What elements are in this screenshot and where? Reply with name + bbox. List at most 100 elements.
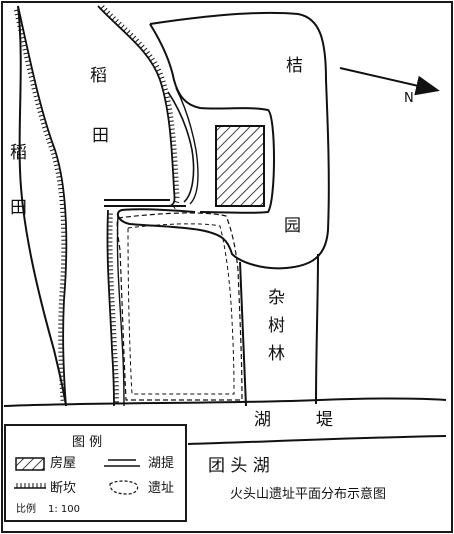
legend-dike-label: 湖提 xyxy=(148,456,175,471)
legend-site-label: 遗址 xyxy=(148,481,175,496)
legend-scale-value: 1: 100 xyxy=(48,504,80,515)
scarp-tick xyxy=(105,10,111,15)
scarp-tick xyxy=(59,195,65,198)
scarp-tick xyxy=(142,47,148,52)
label-rice-field-mid-1: 稻 xyxy=(90,66,107,86)
legend-scarp-ticks xyxy=(16,483,46,488)
scarp-tick xyxy=(162,88,168,91)
scarp-tick xyxy=(53,160,59,163)
house-rectangle xyxy=(215,125,265,207)
scarp-tick xyxy=(131,35,137,40)
label-lake: 团 头 湖 xyxy=(208,456,270,476)
woods-right-boundary xyxy=(315,253,319,405)
scarp-tick xyxy=(160,80,166,83)
scarp-tick xyxy=(157,72,163,76)
scarp-tick xyxy=(147,54,153,59)
scarp-tick xyxy=(43,129,49,133)
label-north: N xyxy=(404,91,414,106)
scarp-tick xyxy=(114,18,119,24)
scarp-tick xyxy=(54,164,60,167)
scarp-tick xyxy=(58,187,64,190)
scarp-tick xyxy=(24,56,30,59)
label-woods-2: 树 xyxy=(268,316,285,336)
scarp-tick xyxy=(19,32,25,35)
scarp-tick xyxy=(26,64,32,67)
scarp-tick xyxy=(19,36,25,39)
scarp-tick xyxy=(57,183,63,186)
scarp-tick xyxy=(21,44,27,47)
scarp-tick xyxy=(56,179,63,182)
scarp-tick xyxy=(166,104,172,107)
scarp-tick xyxy=(37,110,43,113)
scarp-tick xyxy=(154,64,160,69)
scarp-tick xyxy=(150,57,155,62)
scarp-tick xyxy=(168,120,174,123)
left-boundary-line xyxy=(17,5,67,407)
scarp-tick xyxy=(14,13,20,16)
scarp-tick xyxy=(159,76,165,80)
scarp-tick xyxy=(120,24,125,29)
scarp-tick xyxy=(137,41,142,46)
scarp-tick xyxy=(161,84,167,87)
site-dashed-outline xyxy=(116,212,243,401)
label-dike-2: 堤 xyxy=(316,410,333,430)
scarp-tick xyxy=(44,133,50,137)
scarp-tick xyxy=(129,32,134,38)
north-arrow xyxy=(339,67,440,96)
scarp-tick xyxy=(126,29,131,35)
scarp-tick xyxy=(22,48,28,51)
scarp-tick xyxy=(140,44,145,49)
scarp-tick xyxy=(45,137,51,141)
scarp-tick xyxy=(34,99,40,102)
legend-site-symbol xyxy=(109,480,139,495)
legend-scale-label: 比例 xyxy=(16,504,36,515)
scarp-tick xyxy=(167,112,173,115)
orange-garden-boundary xyxy=(116,11,330,270)
legend-house-label: 房屋 xyxy=(50,456,77,471)
scarp-tick xyxy=(170,132,176,134)
scarp-tick xyxy=(48,145,54,148)
scarp-tick xyxy=(20,40,26,43)
scarp-tick xyxy=(27,71,33,74)
lake-dike-top xyxy=(3,397,447,407)
scarp-tick xyxy=(33,95,39,98)
scarp-tick xyxy=(103,7,108,13)
scarp-tick xyxy=(156,68,162,72)
label-dike-1: 湖 xyxy=(254,410,271,430)
orange-garden-inner xyxy=(149,23,275,214)
scarp-tick xyxy=(169,128,175,130)
scarp-tick xyxy=(17,25,23,28)
label-orange-garden-1: 桔 xyxy=(286,56,303,76)
scarp-tick xyxy=(31,87,37,90)
site-dashed-inner xyxy=(127,223,235,395)
vertical-ridge-inner xyxy=(116,213,125,407)
scarp-tick xyxy=(39,118,45,121)
scarp-tick xyxy=(100,5,105,10)
scarp-tick xyxy=(25,60,31,63)
scarp-tick xyxy=(123,27,128,32)
scarp-tick xyxy=(47,141,53,144)
scarp-tick xyxy=(30,83,36,86)
scarp-tick xyxy=(36,106,42,110)
scarp-ticks-mid xyxy=(100,5,180,210)
legend-dike-symbol xyxy=(104,459,140,467)
scarp-tick xyxy=(111,16,116,21)
scarp-ticks-left xyxy=(13,9,67,401)
map-caption: 火头山遗址平面分布示意图 xyxy=(230,487,387,502)
scarp-tick xyxy=(54,168,60,171)
scarp-tick xyxy=(52,156,58,159)
scarp-tick xyxy=(15,17,21,20)
scarp-tick xyxy=(18,28,24,31)
scarp-tick xyxy=(38,114,44,117)
legend-title: 图 例 xyxy=(72,435,103,450)
scarp-tick xyxy=(26,67,32,71)
scarp-tick xyxy=(51,152,57,155)
scarp-tick xyxy=(29,79,35,82)
legend-scarp-label: 断坎 xyxy=(50,481,77,496)
scarp-tick xyxy=(16,21,22,24)
legend-symbols xyxy=(14,457,140,495)
scarp-tick xyxy=(169,124,175,127)
